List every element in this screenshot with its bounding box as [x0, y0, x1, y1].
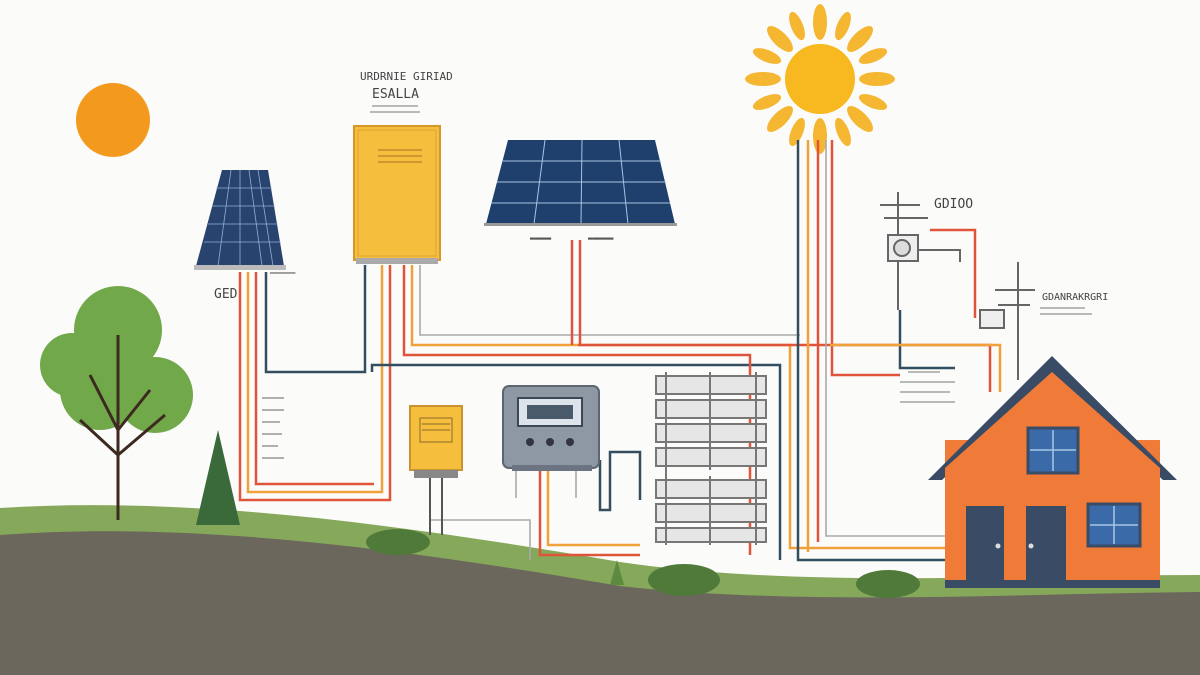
charge-controller: [409, 405, 463, 535]
pine-tree: [196, 430, 240, 525]
inverter-title-line1: URDRNIE GIRIAD: [360, 70, 453, 83]
ground: [0, 516, 1200, 675]
inverter-title-line2: ESALLA: [372, 87, 419, 102]
house: [928, 356, 1177, 588]
battery-bank: [655, 372, 767, 545]
panel-left-caption: ▔▔▔▔▔▔: [269, 272, 296, 281]
bush-2: [648, 564, 720, 596]
bush-3: [856, 570, 920, 598]
small-shrub: [610, 560, 624, 585]
small-sun: [76, 83, 150, 157]
solar-panel-left: [194, 169, 286, 270]
utility-meter: [880, 192, 961, 310]
left-caption-column: [262, 397, 284, 459]
utility-pole-right: [979, 262, 1035, 380]
center-panel-caption-left: ▂▂▂▂▂: [529, 232, 552, 240]
battery-monitor: [502, 385, 600, 471]
utility-caption-lines: [1040, 307, 1092, 315]
big-sun: [745, 4, 895, 154]
bush-1: [366, 529, 430, 555]
panel-left-label: GED: [214, 287, 238, 302]
inverter-box: [353, 125, 441, 264]
inverter-caption-lines: [370, 105, 420, 113]
grass-strip: [0, 505, 1200, 598]
tree: [40, 286, 193, 520]
center-panel-caption-right: ▂▂▂▂▂▂: [587, 232, 614, 240]
solar-panel-center: [484, 139, 677, 226]
junction-caption-lines: [900, 371, 955, 403]
utility-label: GDANRAKRGRI: [1042, 292, 1108, 303]
meter-label: GDIOO: [934, 197, 973, 212]
